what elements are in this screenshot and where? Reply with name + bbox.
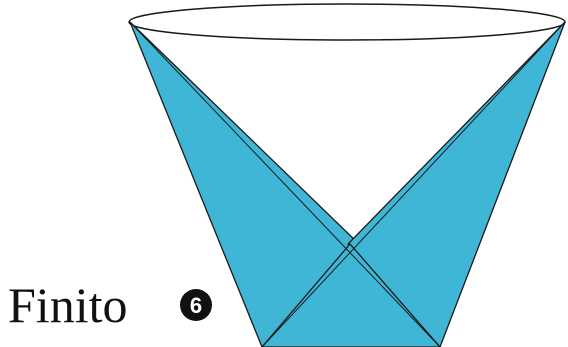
- cup-rim-ellipse: [129, 4, 565, 40]
- caption-text: Finito: [8, 277, 127, 333]
- step-number-text: 6: [190, 293, 202, 318]
